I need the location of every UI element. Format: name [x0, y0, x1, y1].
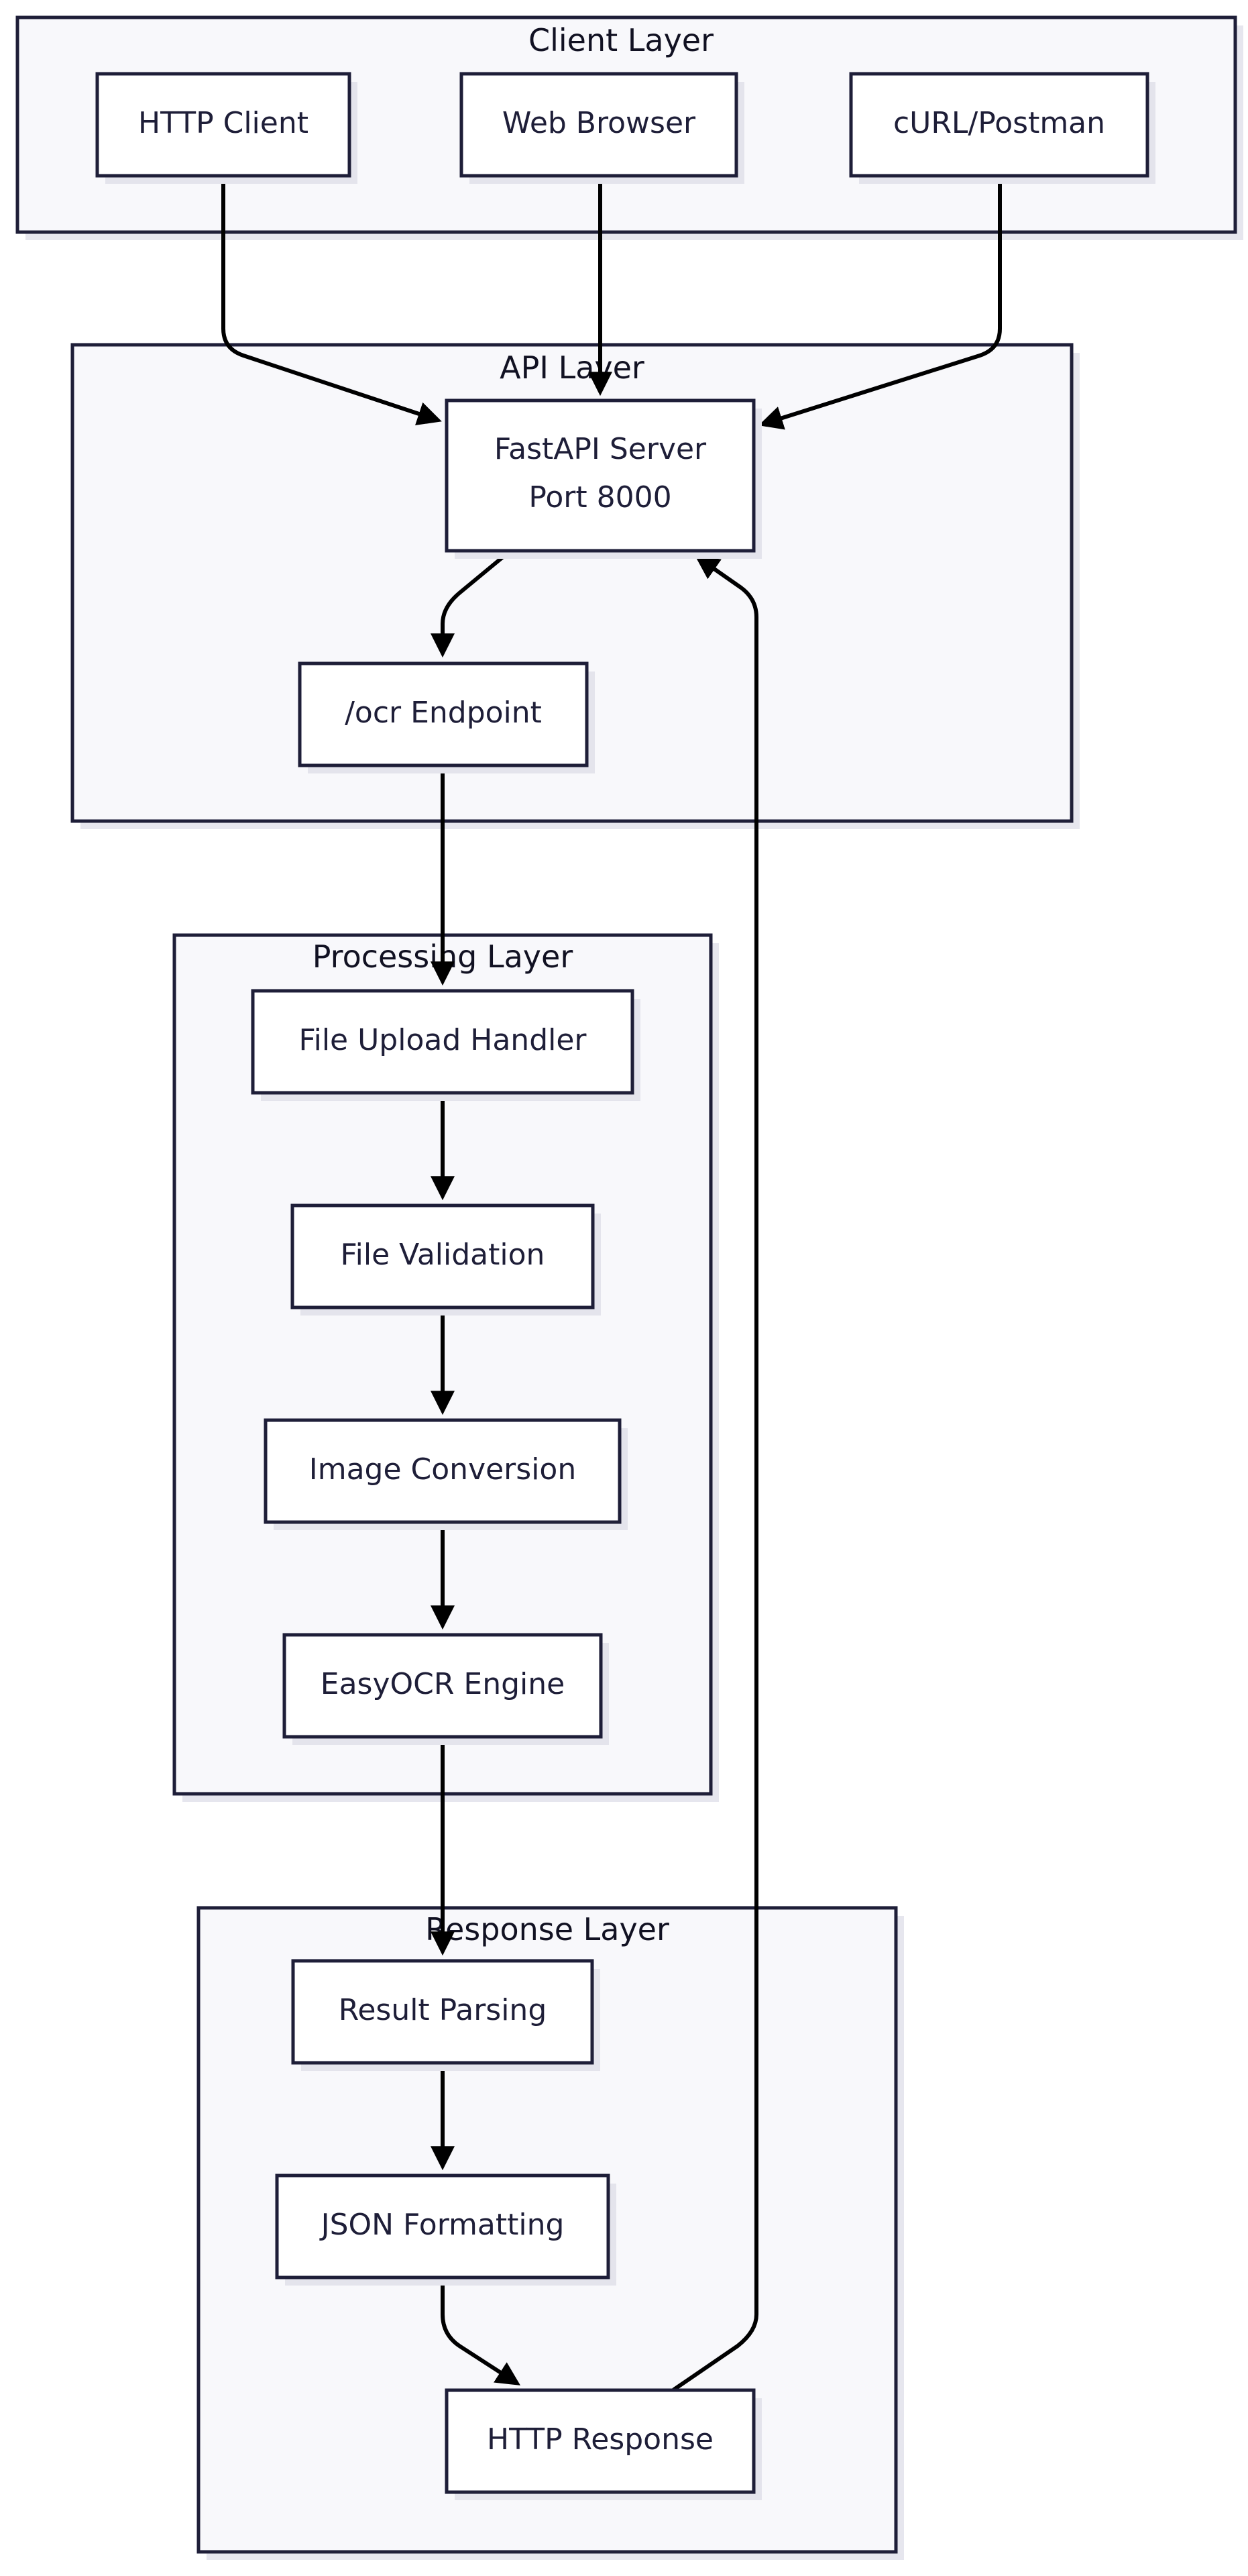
response-layer-title: Response Layer [425, 1911, 669, 1947]
node-label: Result Parsing [339, 1993, 547, 2027]
node-ocr-endpoint: /ocr Endpoint [298, 661, 595, 773]
node-label-line-1: FastAPI Server [494, 432, 707, 466]
node-json-formatting: JSON Formatting [275, 2174, 616, 2286]
node-label: cURL/Postman [893, 106, 1105, 140]
api-layer-cluster: API Layer [70, 343, 1080, 829]
node-file-upload-handler: File Upload Handler [251, 989, 640, 1101]
node-http-response: HTTP Response [445, 2388, 762, 2500]
node-web-browser: Web Browser [459, 72, 744, 184]
node-label: HTTP Client [138, 106, 308, 140]
node-label: EasyOCR Engine [321, 1667, 565, 1701]
api-layer-title: API Layer [500, 350, 644, 386]
edge-http-client-to-fastapi [221, 174, 442, 426]
edge-fastapi-to-ocr-endpoint [431, 549, 512, 658]
node-label: JSON Formatting [319, 2208, 565, 2242]
node-fastapi-server: FastAPI Server Port 8000 [445, 398, 762, 559]
node-label-line-2: Port 8000 [528, 480, 671, 515]
node-label: HTTP Response [487, 2422, 714, 2457]
edges [221, 174, 1002, 2392]
node-label: Image Conversion [309, 1452, 576, 1487]
node-label: Web Browser [502, 106, 696, 140]
node-file-validation: File Validation [290, 1203, 601, 1316]
edge-curl-to-fastapi [758, 174, 1002, 430]
edge-http-response-to-fastapi [672, 555, 758, 2392]
node-result-parsing: Result Parsing [291, 1959, 600, 2071]
node-label: /ocr Endpoint [345, 696, 542, 730]
node-http-client: HTTP Client [95, 72, 357, 184]
node-curl-postman: cURL/Postman [849, 72, 1155, 184]
node-easyocr-engine: EasyOCR Engine [282, 1633, 609, 1745]
client-layer-title: Client Layer [528, 22, 714, 58]
node-label: File Upload Handler [298, 1023, 587, 1057]
node-label: File Validation [341, 1238, 545, 1272]
node-image-conversion: Image Conversion [264, 1418, 628, 1530]
edge-json-to-http-response [441, 2275, 521, 2385]
